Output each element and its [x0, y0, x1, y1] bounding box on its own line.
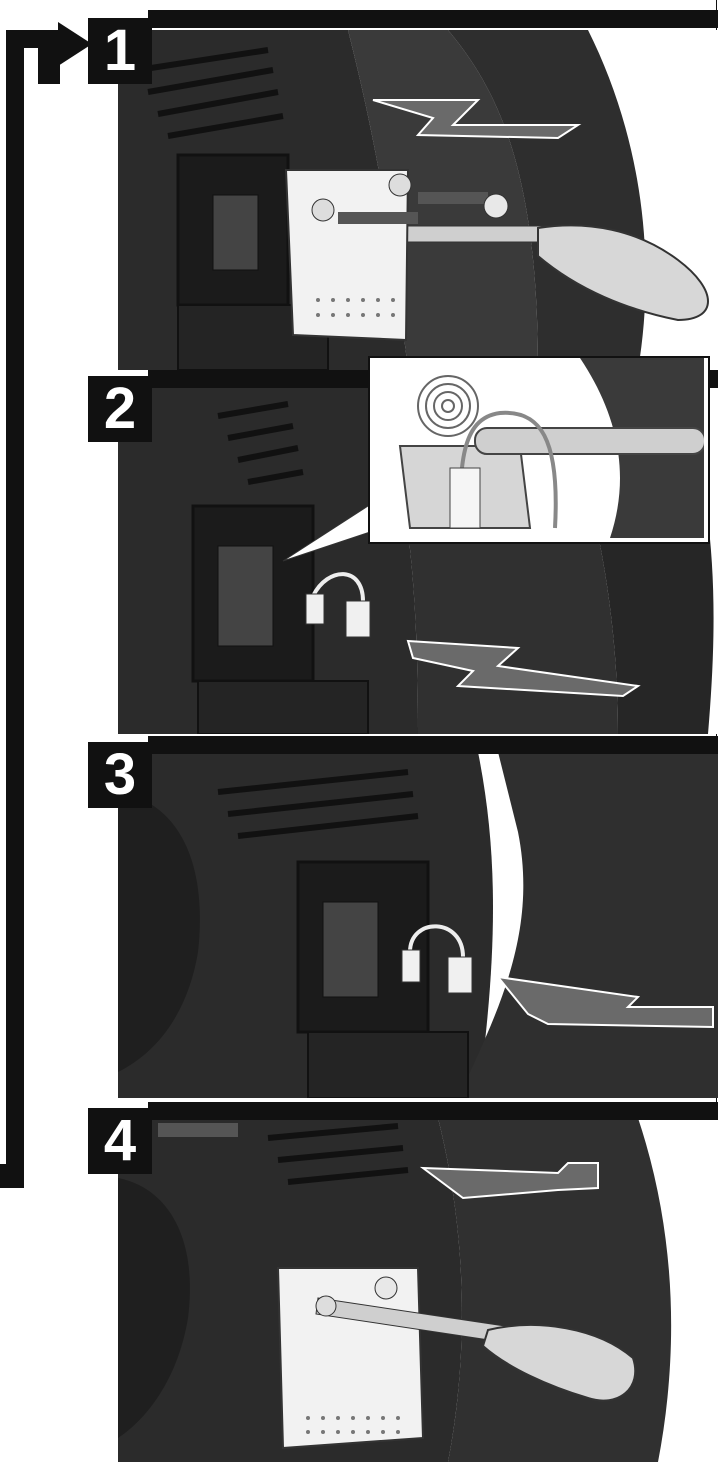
- cover-plate-icon: [278, 1268, 423, 1448]
- step-1-panel: [118, 30, 718, 370]
- step-4-panel: [118, 1118, 718, 1462]
- step-2-number: 2: [88, 376, 152, 442]
- step-1-number: 1: [88, 18, 152, 84]
- step-1-bar: [148, 10, 718, 28]
- step-3-number: 3: [88, 742, 152, 808]
- step-3-bar: [148, 736, 718, 754]
- step-3-panel: [118, 752, 718, 1098]
- step-4-bar: [148, 1102, 718, 1120]
- step-4-number: 4: [88, 1108, 152, 1174]
- step-2-detail-inset: [368, 356, 710, 544]
